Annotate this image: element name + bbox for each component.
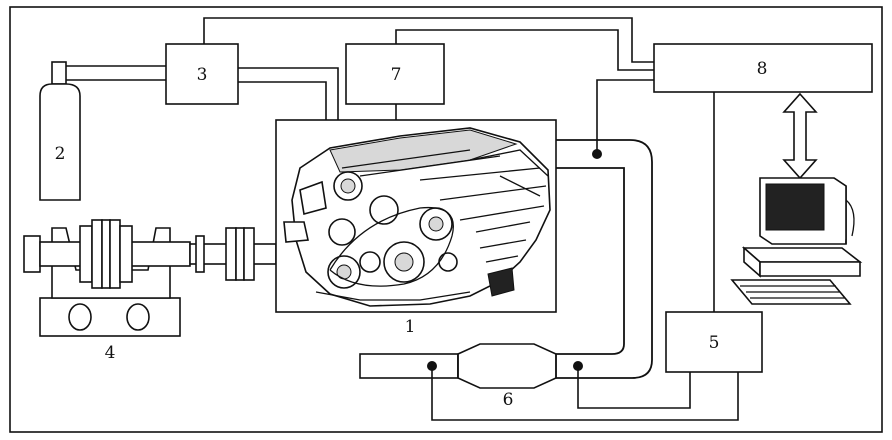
engine-illustration — [284, 128, 550, 306]
label-control-unit: 8 — [757, 59, 768, 79]
computer-workstation-icon — [732, 178, 860, 304]
exhaust-sensor-upper-dot — [592, 149, 602, 159]
label-gas-mixer: 3 — [197, 65, 208, 85]
label-engine: 1 — [405, 317, 416, 337]
label-dynamometer: 4 — [105, 343, 116, 363]
gas-bottle-icon — [40, 62, 80, 200]
label-gas-cylinder: 2 — [55, 144, 66, 164]
label-catalytic-converter: 6 — [503, 390, 514, 410]
double-arrow-icon — [784, 94, 816, 178]
dynamometer-icon — [24, 220, 190, 336]
label-gas-analyzer: 5 — [709, 333, 720, 353]
exhaust-pipe — [556, 140, 652, 378]
catalytic-converter — [360, 344, 556, 388]
drive-shaft — [190, 228, 276, 280]
signal-line-exhaust-sensor — [597, 80, 654, 154]
label-ecu: 7 — [391, 65, 402, 85]
